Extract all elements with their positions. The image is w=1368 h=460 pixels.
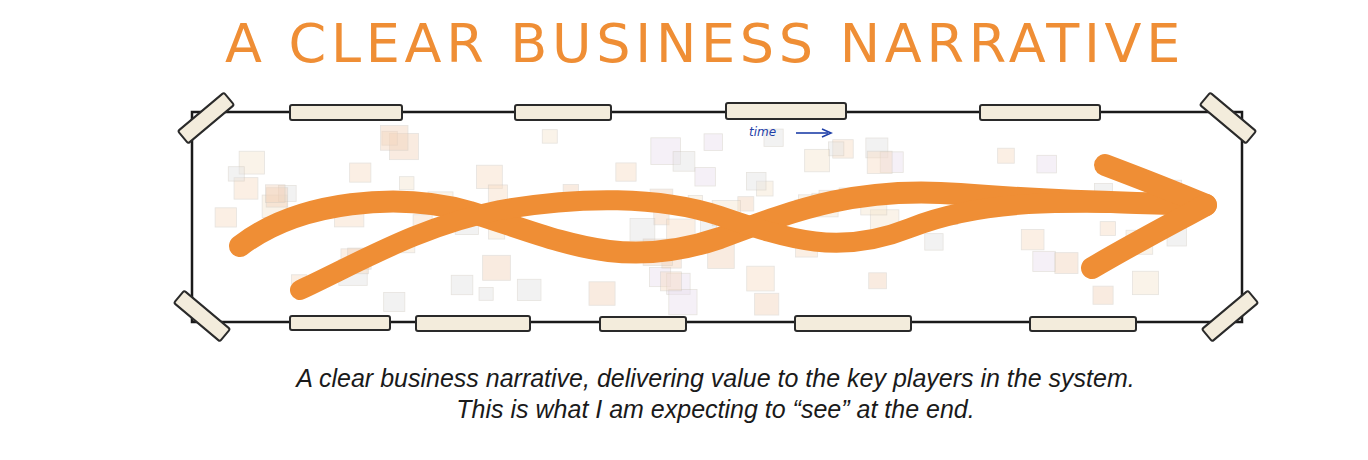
sticky-note — [828, 142, 843, 156]
sticky-note — [616, 163, 636, 181]
sticky-note — [228, 167, 244, 181]
sticky-note — [1037, 155, 1057, 173]
sticky-note — [673, 152, 695, 172]
sticky-note — [1033, 251, 1055, 271]
board-frame — [192, 112, 1242, 322]
sticky-note — [998, 148, 1015, 163]
sticky-note — [755, 293, 779, 315]
sticky-note — [660, 272, 681, 291]
sticky-note — [1093, 286, 1113, 304]
sticky-note — [265, 185, 285, 203]
sticky-note — [517, 279, 541, 300]
sticky-note — [215, 208, 236, 227]
sticky-note — [1133, 271, 1159, 294]
sticky-note — [867, 151, 892, 173]
sticky-note — [695, 168, 715, 186]
sticky-note — [630, 219, 655, 241]
sticky-note — [479, 288, 493, 301]
tape-strips — [174, 93, 1258, 342]
sticky-note — [1100, 222, 1115, 236]
sticky-note — [747, 266, 774, 291]
sticky-note — [350, 163, 371, 182]
sticky-note — [1021, 229, 1044, 249]
axis-label: time — [749, 125, 776, 139]
sticky-note — [704, 134, 722, 151]
sticky-note — [1055, 253, 1078, 274]
sticky-note — [399, 177, 413, 190]
sticky-note — [746, 172, 766, 190]
sticky-note — [589, 282, 615, 305]
sticky-note — [925, 234, 943, 250]
sticky-note — [451, 275, 473, 294]
time-arrow — [796, 129, 831, 137]
sticky-note — [805, 149, 830, 171]
diagram-title: A CLEAR BUSINESS NARRATIVE — [225, 14, 1185, 74]
sticky-note — [384, 293, 405, 312]
sticky-note — [669, 289, 697, 314]
narrative-arrow — [240, 165, 1206, 290]
sticky-note — [380, 126, 407, 151]
sticky-note — [542, 130, 557, 143]
sticky-note — [483, 255, 511, 280]
diagram-caption: A clear business narrative, delivering v… — [292, 363, 1139, 425]
sticky-note — [869, 273, 887, 289]
